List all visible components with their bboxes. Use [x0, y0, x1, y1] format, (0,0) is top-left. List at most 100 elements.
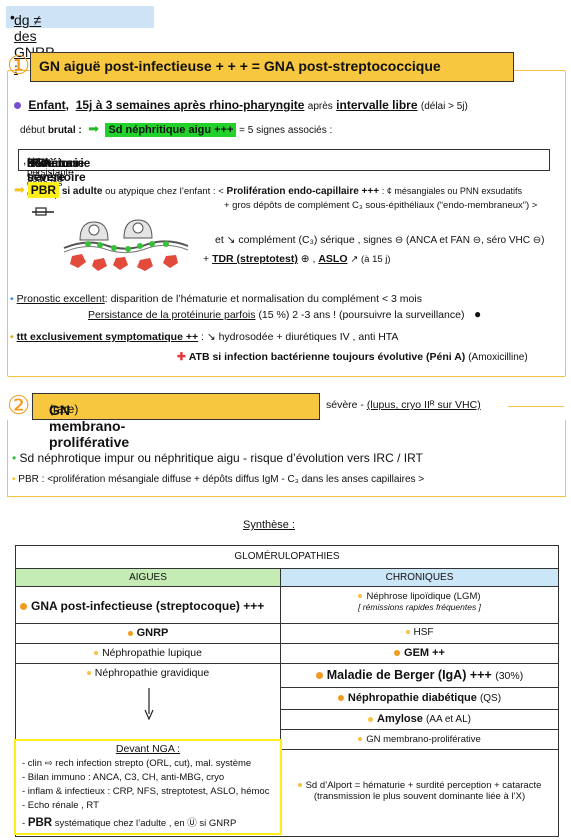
chronique-label: Maladie de Berger (IgA) +++	[326, 668, 492, 682]
delai-text: (délai > 5j)	[420, 101, 468, 112]
aigue-label: Néphropathie gravidique	[94, 667, 210, 679]
pronostic-label: Pronostic excellent	[16, 293, 105, 305]
ttt-line: • ttt exclusivement symptomatique ++ : ↘…	[10, 331, 398, 343]
bullet-icon	[337, 695, 344, 702]
section2-title-box: GN membrano-proliférative (rare)	[32, 393, 320, 450]
aigue-row: GNRP	[16, 624, 281, 644]
aigue-row: Néphropathie lupique	[16, 644, 281, 664]
tdr-label: TDR (streptotest)	[212, 253, 298, 265]
deposit-dots	[85, 241, 169, 252]
section2-frame	[7, 420, 566, 497]
chronique-row: Sd d’Alport = hématurie + surdité percep…	[281, 750, 558, 836]
chronique-sub: (transmission le plus souvent dominante …	[313, 791, 526, 802]
aslo-label: ASLO	[318, 253, 348, 265]
table-header-text: GLOMÉRULOPATHIES	[234, 551, 340, 562]
section1-number: ①	[7, 51, 31, 81]
nga-box: Devant NGA : - clin ⇨ rech infection str…	[14, 739, 282, 835]
ttt-label: ttt exclusivement symptomatique ++	[16, 331, 199, 343]
et-text: et	[27, 156, 36, 167]
chronique-row: Néphropathie diabétique (QS)	[281, 688, 558, 710]
bullet-icon	[20, 603, 27, 611]
chronique-row: GN membrano-proliférative	[281, 730, 558, 750]
section2-title: GN membrano-proliférative	[49, 402, 130, 450]
bullet-icon: •	[10, 331, 14, 343]
microscope-icon	[32, 207, 54, 216]
intervalle-label: intervalle libre	[336, 98, 418, 112]
hematurie: hématurie	[27, 156, 85, 170]
synthese-table: GLOMÉRULOPATHIES AIGUES CHRONIQUES GNA p…	[15, 545, 559, 837]
section2-line2-text: PBR : <prolifération mésangiale diffuse …	[18, 474, 425, 485]
section2-extra: sévère - (lupus, cryo IIᴿ sur VHC)	[326, 399, 481, 411]
chronique-item: Maladie de Berger (IgA) +++ (30%)	[281, 664, 558, 682]
chronique-row: Amylose (AA et AL)	[281, 710, 558, 730]
section2-line1-text: Sd néphrotique impur ou néphritique aigu…	[19, 451, 423, 465]
glomerulus-illustration	[32, 207, 189, 271]
aslo-rest: ↗ (à 15 j)	[350, 254, 391, 265]
chronique-label: Amylose	[377, 713, 423, 725]
col-chroniques-header: CHRONIQUES	[281, 569, 558, 587]
bullet-icon	[358, 594, 363, 599]
plus-icon: ✚	[177, 351, 186, 363]
nga-pbr-line: - PBR systématique chez l’adulte , en Ⓤ …	[22, 817, 237, 829]
col-aigues-text: AIGUES	[129, 572, 167, 583]
atb-rest: (Amoxicilline)	[468, 352, 528, 363]
aigue-label: GNRP	[136, 627, 169, 639]
page-title: • dg ≠ des GNRP :	[10, 9, 54, 76]
brutal-label: brutal :	[47, 125, 82, 136]
proliferation-label: Prolifération endo-capillaire +++	[226, 186, 380, 197]
complement-text: et ↘ complément (C₃) sérique	[215, 234, 355, 246]
chronique-row: HSF	[281, 624, 558, 644]
section2-severe: sévère -	[326, 399, 364, 411]
section2-line2: • PBR : <prolifération mésangiale diffus…	[12, 474, 424, 485]
arrow-right-icon: ➡	[14, 182, 25, 197]
nga-item: - inflam & infectieux : CRP, NFS, strept…	[22, 786, 270, 797]
pronostic-rest: : disparition de l’hématurie et normalis…	[104, 293, 422, 305]
chronique-item: Amylose (AA et AL)	[281, 710, 558, 725]
enfant-line: Enfant, 15j à 3 semaines après rhino-pha…	[14, 98, 468, 112]
page-title-bar: • dg ≠ des GNRP :	[6, 6, 154, 76]
aigue-row: GNA post-infectieuse (streptocoque) +++	[16, 587, 281, 624]
persistance-label: Persistance de la protéinurie parfois	[88, 309, 256, 321]
aigue-row: Néphropathie gravidique	[16, 664, 281, 740]
aigue-item: Néphropathie gravidique	[16, 664, 280, 679]
section2-title-wrap: GN membrano-proliférative (rare)	[41, 398, 129, 450]
chronique-label: GEM ++	[404, 647, 445, 659]
persistance-rest: (15 %) 2 -3 ans ! (poursuivre la surveil…	[258, 309, 465, 321]
chronique-label: HSF	[413, 627, 434, 638]
complement-rest: , signes ⊖ (ANCA et FAN ⊖, séro VHC ⊖)	[357, 235, 545, 246]
section2-number: ②	[7, 391, 31, 421]
col-chroniques-text: CHRONIQUES	[385, 572, 454, 583]
bullet-icon: •	[12, 474, 16, 485]
chronique-item: GEM ++	[281, 644, 558, 659]
tdr-sign: ⊕	[300, 253, 310, 265]
podocyte-icon	[79, 219, 153, 241]
bullet-icon	[405, 630, 410, 635]
synthese-title: Synthèse :	[243, 519, 295, 531]
atb-line: ✚ ATB si infection bactérienne toujours …	[177, 351, 528, 363]
ttt-rest: : ↘ hydrosodée + diurétiques IV , anti H…	[201, 331, 399, 343]
signes-text: = 5 signes associés :	[239, 125, 333, 136]
chronique-item: Néphrose lipoïdique (LGM)	[281, 587, 558, 602]
red-cells	[70, 254, 178, 271]
section2-rare: (rare)	[49, 402, 79, 416]
page-title-text: dg ≠ des GNRP :	[14, 12, 54, 76]
nga-pbr-rest: systématique chez l’adulte , en Ⓤ si GNR…	[54, 818, 237, 829]
age-label: 15j à 3 semaines après rhino-pharyngite	[75, 98, 305, 112]
hta: HTA sévère	[27, 156, 66, 184]
nga-pbr-label: PBR	[27, 817, 53, 829]
ira: IRA transitoire	[27, 156, 86, 184]
chronique-item: HSF	[281, 624, 558, 638]
pronostic-line: • Pronostic excellent: disparition de l’…	[10, 293, 422, 305]
signes-content: Protéinurie , hématurie , HTA sévère , o…	[23, 153, 90, 200]
aigue-label: GNA post-infectieuse (streptocoque) +++	[31, 599, 265, 613]
tdr-line: + TDR (streptotest) ⊕ , ASLO ↗ (à 15 j)	[203, 253, 391, 265]
complement-line: et ↘ complément (C₃) sérique , signes ⊖ …	[215, 234, 545, 246]
chronique-row: GEM ++	[281, 644, 558, 664]
bullet-icon: •	[12, 451, 17, 465]
pbr-rest: ou atypique chez l’enfant : <	[105, 186, 224, 197]
aigue-item: GNA post-infectieuse (streptocoque) +++	[16, 587, 280, 613]
nga-title: Devant NGA :	[115, 743, 181, 755]
section1-title: GN aiguë post-infectieuse + + + = GNA po…	[39, 58, 441, 74]
persistance-line: Persistance de la protéinurie parfois (1…	[88, 307, 481, 321]
aigue-label: Néphropathie lupique	[102, 647, 202, 659]
